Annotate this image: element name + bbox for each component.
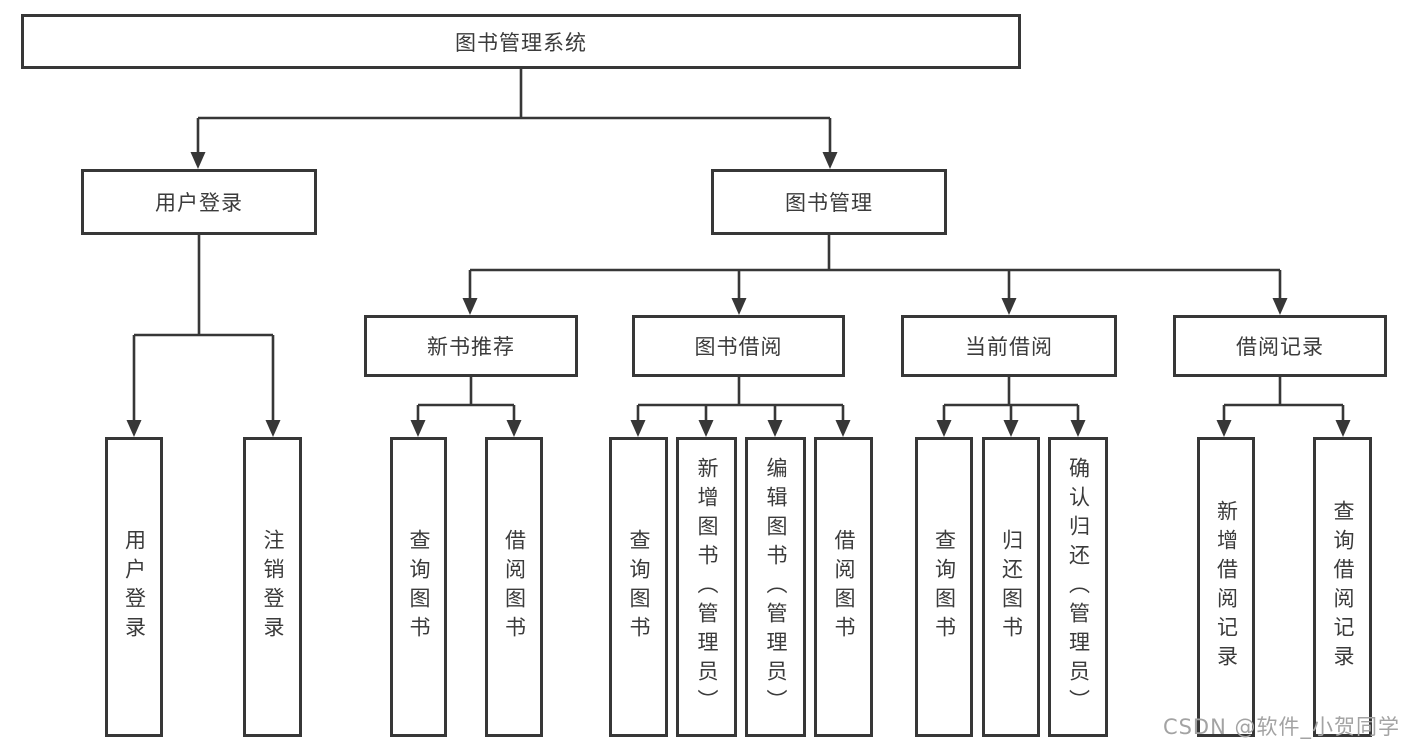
- leaf-label: 查询图书: [932, 529, 957, 645]
- leaf-label: 归还图书: [999, 529, 1024, 645]
- node-current-borrow: 当前借阅: [901, 315, 1117, 377]
- connector-bookborrow-to-leaves: [636, 377, 845, 422]
- leaf-label: 用户登录: [122, 529, 147, 645]
- connector-root-to-level2: [196, 69, 832, 154]
- leaf-label: 新增图书（管理员）: [695, 456, 719, 718]
- node-leaf-query-books-1: 查询图书: [390, 437, 447, 737]
- connector-newbookrec-to-leaves: [416, 377, 516, 422]
- node-leaf-add-book-admin: 新增图书（管理员）: [676, 437, 737, 737]
- node-leaf-return-books: 归还图书: [982, 437, 1040, 737]
- node-leaf-add-borrow-record: 新增借阅记录: [1197, 437, 1255, 737]
- leaf-label: 借阅图书: [502, 529, 527, 645]
- node-leaf-query-borrow-record: 查询借阅记录: [1313, 437, 1372, 737]
- arrowheads: [126, 152, 1351, 437]
- node-leaf-query-books-3: 查询图书: [915, 437, 973, 737]
- connector-currentborrow-to-leaves: [942, 377, 1080, 422]
- node-leaf-user-login: 用户登录: [105, 437, 163, 737]
- leaf-label: 注销登录: [261, 529, 285, 645]
- node-book-mgmt: 图书管理: [711, 169, 947, 235]
- node-book-borrow: 图书借阅: [632, 315, 845, 377]
- node-leaf-query-books-2: 查询图书: [609, 437, 668, 737]
- leaf-label: 查询图书: [627, 529, 651, 645]
- node-leaf-confirm-return-admin: 确认归还（管理员）: [1048, 437, 1108, 737]
- connector-borrowrecords-to-leaves: [1222, 377, 1345, 422]
- connector-bookmgmt-to-level3: [468, 235, 1282, 300]
- leaf-label: 新增借阅记录: [1214, 500, 1239, 674]
- leaf-label: 确认归还（管理员）: [1066, 456, 1091, 718]
- leaf-label: 编辑图书（管理员）: [764, 456, 788, 718]
- leaf-label: 查询借阅记录: [1331, 500, 1355, 674]
- node-borrow-records: 借阅记录: [1173, 315, 1387, 377]
- node-leaf-edit-book-admin: 编辑图书（管理员）: [745, 437, 806, 737]
- leaf-label: 借阅图书: [832, 529, 856, 645]
- leaf-label: 查询图书: [407, 529, 431, 645]
- node-new-book-rec: 新书推荐: [364, 315, 578, 377]
- node-leaf-borrow-books-1: 借阅图书: [485, 437, 543, 737]
- csdn-watermark: CSDN @软件_小贺同学: [1162, 715, 1400, 739]
- node-user-login: 用户登录: [81, 169, 317, 235]
- node-leaf-borrow-books-2: 借阅图书: [814, 437, 873, 737]
- node-leaf-logout: 注销登录: [243, 437, 302, 737]
- connector-userlogin-to-leaves: [132, 235, 275, 422]
- node-root: 图书管理系统: [21, 14, 1021, 69]
